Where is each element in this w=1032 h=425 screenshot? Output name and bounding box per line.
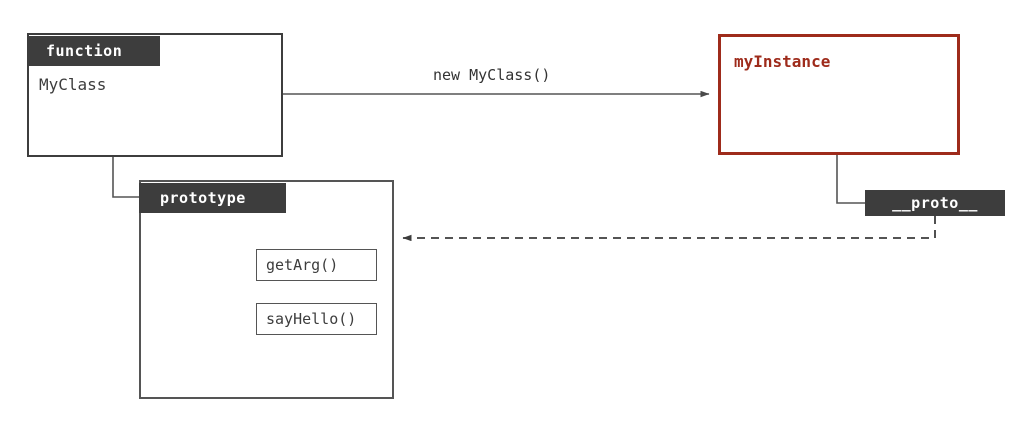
prototype-node-tag: prototype (139, 183, 286, 213)
function-node-body: MyClass (39, 75, 107, 94)
edge-proto-to-prototype (402, 216, 936, 242)
instance-node[interactable] (718, 34, 960, 155)
prototype-method-getarg[interactable]: getArg() (256, 249, 377, 281)
function-node-tag: function (27, 36, 160, 66)
edge-label-new-myclass: new MyClass() (433, 66, 551, 84)
prototype-method-sayhello[interactable]: sayHello() (256, 303, 377, 335)
edge-function-to-prototype (112, 157, 139, 198)
edge-instance-to-proto (836, 155, 865, 204)
prototype-node[interactable] (139, 180, 394, 399)
instance-node-title: myInstance (734, 52, 831, 71)
instance-proto-tag: __proto__ (865, 190, 1005, 216)
